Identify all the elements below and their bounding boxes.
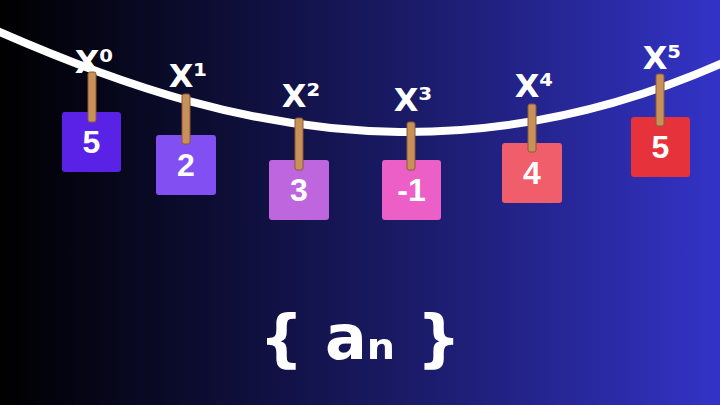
card-value: 5 — [83, 124, 101, 161]
card-value: 4 — [523, 155, 541, 192]
number-card: 5 — [62, 112, 121, 172]
number-card: 5 — [631, 117, 690, 177]
power-label: X⁴ — [515, 70, 554, 102]
card-value: 3 — [290, 172, 308, 209]
card-value: 5 — [652, 129, 670, 166]
power-label: X¹ — [169, 60, 208, 92]
power-label: X³ — [394, 84, 433, 116]
power-label: X⁵ — [643, 42, 682, 74]
card-value: -1 — [397, 172, 425, 209]
power-label: X⁰ — [75, 46, 114, 78]
card-value: 2 — [177, 147, 195, 184]
number-card: 3 — [269, 160, 329, 220]
number-card: -1 — [382, 160, 441, 220]
sequence-notation: { aₙ } — [259, 307, 461, 369]
number-card: 2 — [156, 135, 216, 195]
number-card: 4 — [502, 143, 562, 203]
power-label: X² — [282, 80, 321, 112]
